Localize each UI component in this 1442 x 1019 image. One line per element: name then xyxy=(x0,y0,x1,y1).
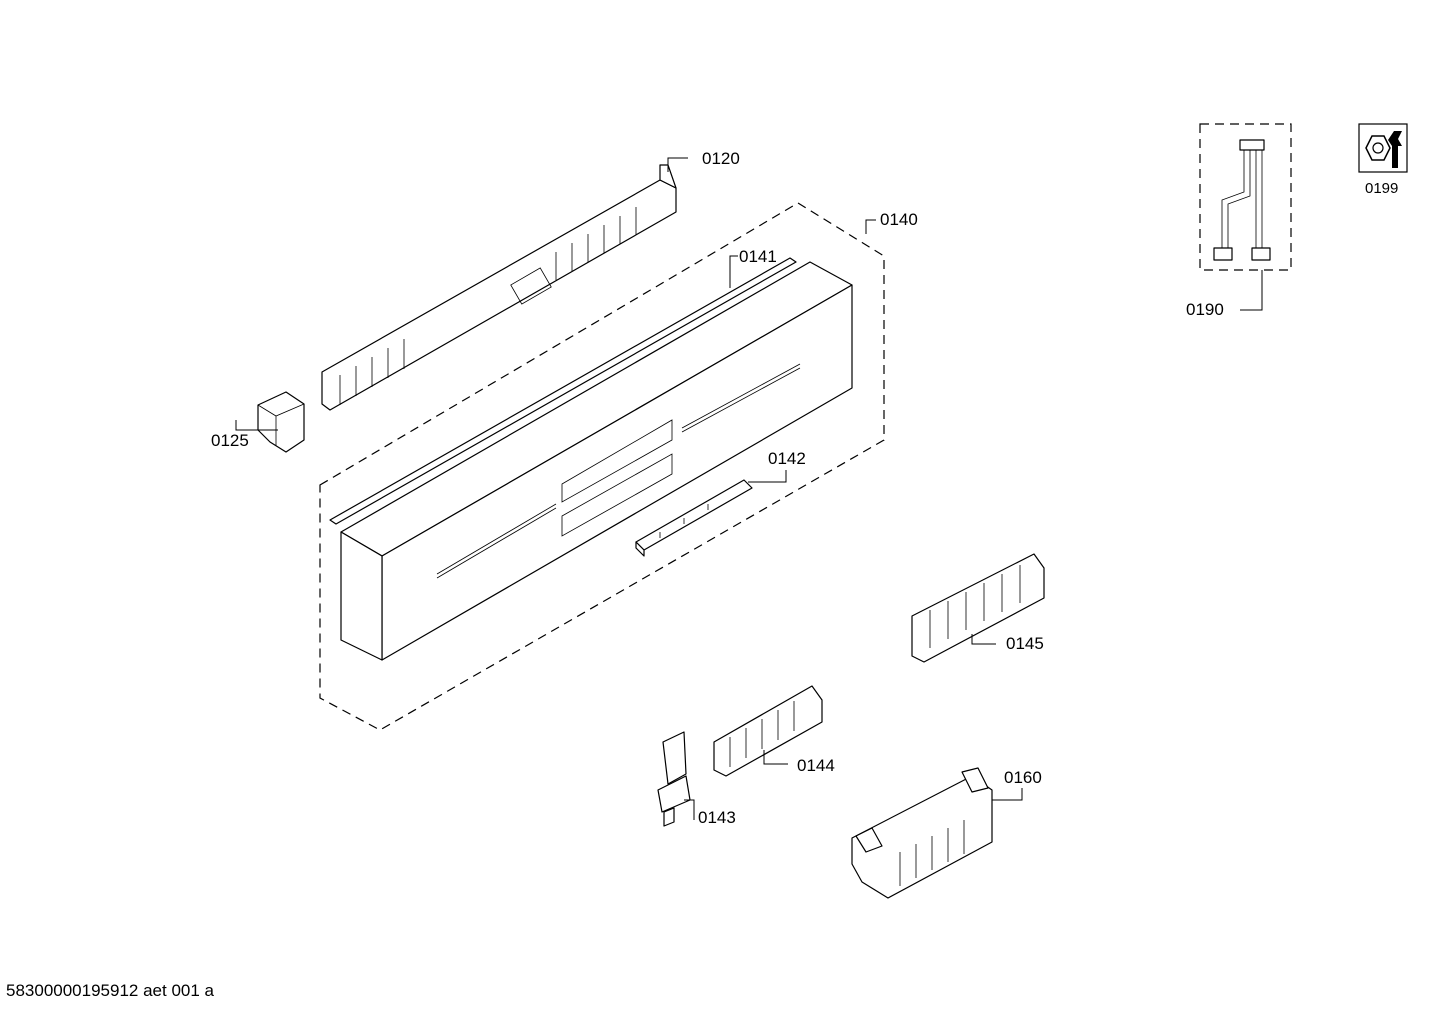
label-0145: 0145 xyxy=(1006,634,1044,653)
control-module-0120[interactable] xyxy=(321,164,677,411)
label-0160: 0160 xyxy=(1004,768,1042,787)
trim-strip-0141[interactable] xyxy=(329,257,797,525)
button-strip-0142[interactable] xyxy=(635,479,753,557)
label-0142: 0142 xyxy=(768,449,806,468)
label-0125: 0125 xyxy=(211,431,249,450)
label-0190: 0190 xyxy=(1186,300,1224,319)
label-0143: 0143 xyxy=(698,808,736,827)
button-carrier-0144[interactable] xyxy=(713,685,823,777)
button-carrier-0145[interactable] xyxy=(911,553,1045,663)
control-panel-0140[interactable] xyxy=(340,261,853,661)
plunger-0143[interactable] xyxy=(657,731,691,827)
label-0120: 0120 xyxy=(702,149,740,168)
label-0199: 0199 xyxy=(1365,180,1398,197)
document-code: 58300000195912 aet 001 a xyxy=(6,981,214,1000)
wrench-nut-icon xyxy=(1358,123,1408,173)
bracket-0160[interactable] xyxy=(851,767,993,899)
label-0141: 0141 xyxy=(739,247,777,266)
leader-lines xyxy=(235,157,1263,820)
connector-0125[interactable] xyxy=(257,391,305,453)
wiring-harness-0190[interactable] xyxy=(1199,123,1292,271)
label-0140: 0140 xyxy=(880,210,918,229)
assembly-0140-outline xyxy=(319,202,885,731)
label-0144: 0144 xyxy=(797,756,835,775)
